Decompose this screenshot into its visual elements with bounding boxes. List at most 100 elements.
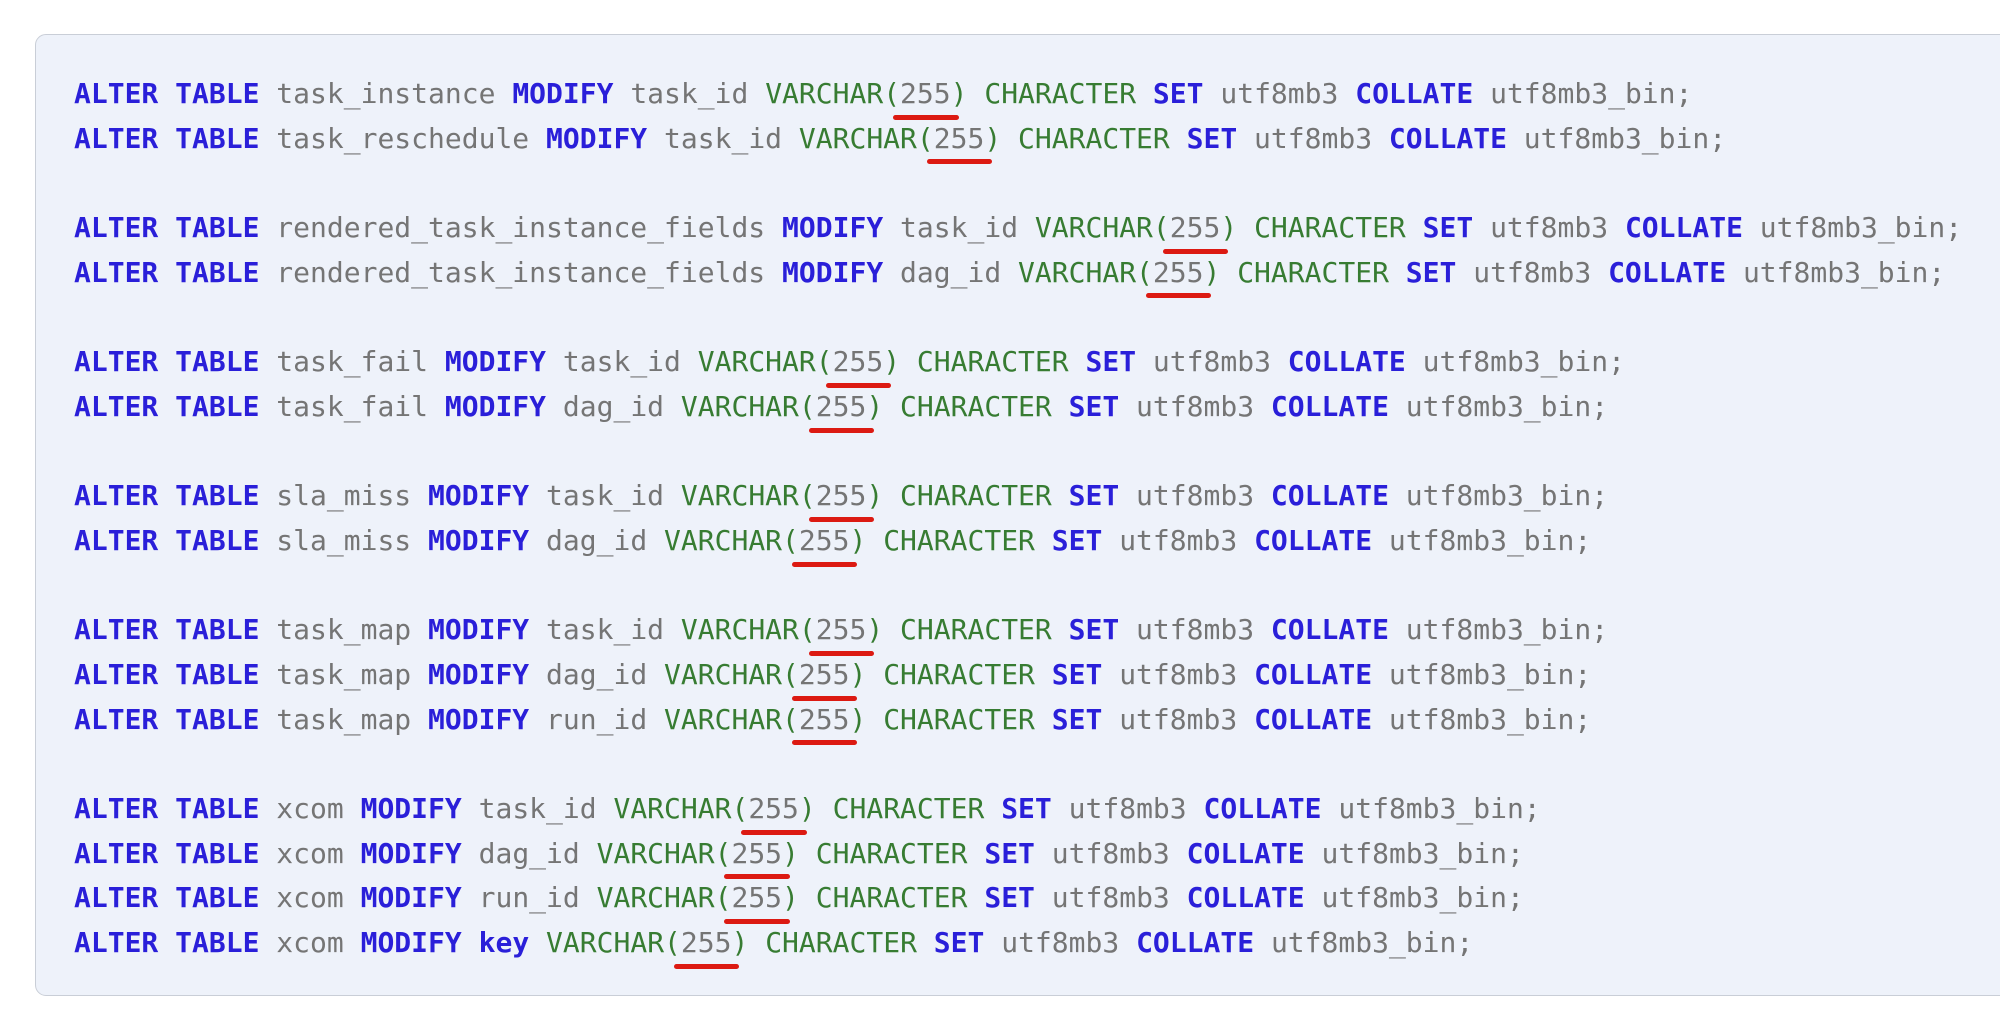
type-token: CHARACTER: [765, 926, 917, 960]
keyword-token: ALTER TABLE: [74, 792, 260, 825]
type-token: ): [1203, 255, 1221, 289]
type-token: CHARACTER: [1237, 255, 1389, 289]
keyword-token: COLLATE: [1254, 523, 1373, 557]
keyword-token: MODIFY: [782, 255, 884, 289]
varchar-size-token: 255: [741, 787, 807, 835]
charset-token: utf8mb3: [1102, 523, 1255, 557]
type-token: VARCHAR(: [596, 881, 732, 915]
space-token: [984, 792, 1001, 825]
space-token: [748, 926, 765, 959]
keyword-token: ALTER TABLE: [74, 702, 260, 736]
varchar-size-token: 255: [808, 385, 874, 433]
space-token: [1052, 613, 1069, 646]
space-token: [1220, 256, 1237, 289]
type-token: CHARACTER: [883, 657, 1035, 691]
type-token: CHARACTER: [883, 702, 1035, 736]
charset-token: utf8mb3: [1136, 345, 1288, 379]
varchar-size-token: 255: [791, 653, 857, 701]
code-line: ALTER TABLE task_fail MODIFY dag_id VARC…: [74, 385, 2000, 433]
keyword-token: SET: [1186, 121, 1238, 155]
keyword-token: COLLATE: [1270, 613, 1389, 647]
charset-token: utf8mb3: [1051, 792, 1204, 825]
varchar-size-token: 255: [893, 72, 959, 120]
table-name-token: task_fail: [259, 389, 445, 423]
keyword-token: COLLATE: [1270, 479, 1389, 513]
keyword-token: ALTER TABLE: [74, 657, 260, 691]
space-token: [967, 881, 984, 914]
space-token: [1035, 703, 1052, 736]
varchar-size-token: 255: [808, 474, 874, 522]
keyword-token: SET: [1001, 792, 1052, 825]
space-token: [900, 345, 917, 378]
type-token: VARCHAR(: [664, 657, 799, 691]
code-line: ALTER TABLE sla_miss MODIFY dag_id VARCH…: [74, 519, 2000, 567]
collation-token: utf8mb3_bin;: [1388, 479, 1609, 513]
keyword-token: COLLATE: [1254, 702, 1373, 736]
keyword-token: COLLATE: [1287, 345, 1406, 379]
type-token: ): [1220, 211, 1238, 245]
keyword-token: MODIFY: [782, 211, 884, 245]
code-line: ALTER TABLE task_map MODIFY dag_id VARCH…: [74, 653, 2000, 701]
type-token: ): [798, 792, 816, 825]
code-line: ALTER TABLE task_reschedule MODIFY task_…: [74, 117, 2000, 165]
column-name-token: task_id: [647, 121, 799, 155]
keyword-token: ALTER TABLE: [74, 523, 260, 557]
charset-token: utf8mb3: [984, 926, 1137, 960]
type-token: VARCHAR(: [697, 345, 833, 379]
type-token: CHARACTER: [815, 881, 968, 915]
space-token: [883, 390, 900, 423]
keyword-token: MODIFY: [360, 926, 462, 960]
code-line: ALTER TABLE task_map MODIFY task_id VARC…: [74, 608, 2000, 656]
type-token: ): [849, 657, 867, 691]
keyword-token: ALTER TABLE: [74, 77, 260, 110]
type-token: ): [866, 613, 884, 647]
type-token: ): [984, 121, 1002, 155]
keyword-token: MODIFY: [428, 657, 530, 691]
charset-token: utf8mb3: [1473, 211, 1625, 245]
keyword-token: ALTER TABLE: [74, 836, 260, 870]
type-token: VARCHAR(: [664, 523, 799, 557]
type-token: VARCHAR(: [1034, 211, 1170, 245]
type-token: CHARACTER: [916, 345, 1069, 379]
type-token: ): [782, 836, 799, 870]
column-name-token: dag_id: [546, 389, 681, 423]
type-token: VARCHAR(: [664, 702, 799, 736]
type-token: VARCHAR(: [680, 613, 816, 647]
collation-token: utf8mb3_bin;: [1372, 657, 1592, 691]
space-token: [967, 837, 984, 870]
table-name-token: xcom: [259, 881, 361, 915]
space-token: [917, 926, 934, 959]
blank-line: [74, 564, 2000, 609]
table-name-token: rendered_task_instance_fields: [259, 255, 783, 289]
charset-token: utf8mb3: [1203, 77, 1356, 110]
keyword-token: SET: [1152, 77, 1204, 110]
table-name-token: xcom: [259, 836, 361, 870]
collation-token: utf8mb3_bin;: [1473, 77, 1693, 110]
charset-token: utf8mb3: [1102, 657, 1255, 691]
type-token: VARCHAR(: [613, 792, 749, 825]
column-name-token: task_id: [461, 792, 614, 825]
type-token: ): [731, 926, 749, 960]
type-token: VARCHAR(: [680, 479, 816, 513]
keyword-token: ALTER TABLE: [74, 121, 260, 155]
space-token: [799, 881, 816, 914]
space-token: [866, 703, 883, 736]
space-token: [1170, 122, 1187, 155]
space-token: [866, 658, 883, 691]
keyword-token: COLLATE: [1186, 881, 1305, 915]
code-line: ALTER TABLE task_map MODIFY run_id VARCH…: [74, 698, 2000, 746]
code-line: ALTER TABLE task_instance MODIFY task_id…: [74, 72, 2000, 120]
space-token: [1136, 77, 1153, 110]
collation-token: utf8mb3_bin;: [1726, 255, 1946, 289]
charset-token: utf8mb3: [1119, 479, 1271, 513]
type-token: ): [866, 389, 884, 423]
keyword-token: MODIFY: [360, 836, 462, 870]
table-name-token: task_reschedule: [259, 121, 547, 155]
type-token: CHARACTER: [900, 479, 1052, 513]
column-name-token: task_id: [613, 77, 766, 110]
charset-token: utf8mb3: [1034, 881, 1187, 915]
keyword-token: SET: [1422, 211, 1474, 245]
keyword-token: SET: [1068, 389, 1120, 423]
keyword-token: COLLATE: [1608, 255, 1727, 289]
code-line: ALTER TABLE xcom MODIFY run_id VARCHAR(2…: [74, 876, 2000, 924]
